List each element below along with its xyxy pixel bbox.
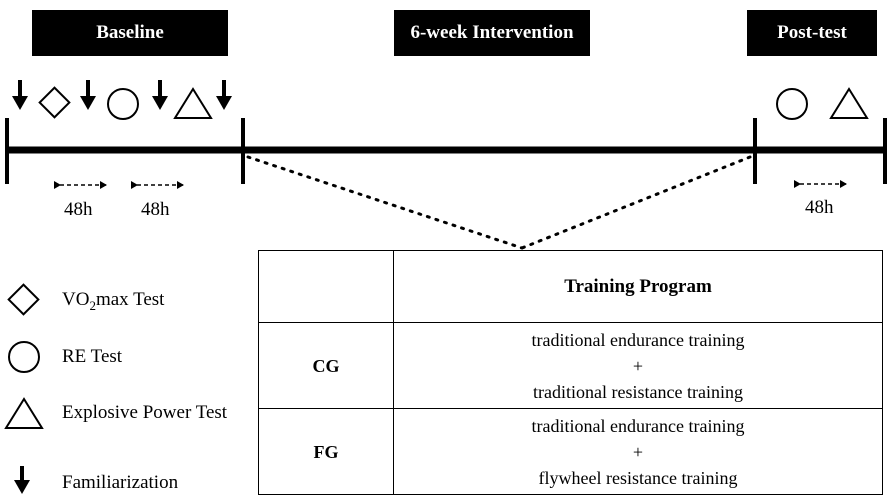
gap-label: 48h [805, 197, 834, 218]
intervention-header: 6-week Intervention [394, 10, 590, 56]
vo2-suffix: max Test [95, 289, 165, 310]
familiarization-arrow-icon [216, 80, 232, 110]
zoom-line-left [246, 155, 524, 250]
program-line: traditional resistance training [533, 381, 743, 402]
table-header-row: Training Program [258, 250, 883, 323]
familiarization-arrow-icon [12, 80, 28, 110]
legend-familiarization-label: Familiarization [62, 472, 179, 493]
zoom-line-right [520, 155, 752, 250]
familiarization-arrow-icon [152, 80, 168, 110]
training-program-header: Training Program [393, 250, 883, 323]
table-row: CG traditional endurance training + trad… [258, 322, 883, 409]
program-line: traditional endurance training [531, 415, 745, 436]
program-cell: traditional endurance training + flywhee… [393, 408, 883, 495]
explosive-power-triangle-icon [173, 87, 213, 119]
post-explosive-power-triangle-icon [829, 87, 869, 119]
re-test-circle-icon [107, 88, 139, 120]
gap-label: 48h [141, 199, 170, 220]
post-test-header: Post-test [747, 10, 877, 56]
program-cell: traditional endurance training + traditi… [393, 322, 883, 409]
post-re-test-circle-icon [776, 88, 808, 120]
gap-label: 48h [64, 199, 93, 220]
table-row: FG traditional endurance training + flyw… [258, 408, 883, 495]
vo2max-diamond-icon [38, 86, 71, 119]
legend-triangle-icon [4, 397, 44, 429]
program-plus: + [632, 441, 644, 462]
legend-re-label: RE Test [62, 346, 123, 367]
legend-vo2max-label: VO2max Test [62, 289, 164, 314]
vo2-prefix: VO [62, 289, 90, 310]
program-line: traditional endurance training [531, 329, 745, 350]
vo2-subscript: 2 [89, 297, 96, 313]
program-plus: + [632, 355, 644, 376]
table-corner-cell [258, 250, 394, 323]
familiarization-arrow-icon [80, 80, 96, 110]
legend-circle-icon [8, 341, 40, 373]
training-program-table: Training Program CG traditional enduranc… [258, 250, 883, 495]
group-label: FG [258, 408, 394, 495]
legend-diamond-icon [7, 283, 40, 316]
program-line: flywheel resistance training [538, 467, 738, 488]
legend-power-label: Explosive Power Test [62, 402, 228, 423]
baseline-header: Baseline [32, 10, 228, 56]
group-label: CG [258, 322, 394, 409]
legend-arrow-icon [14, 466, 30, 494]
